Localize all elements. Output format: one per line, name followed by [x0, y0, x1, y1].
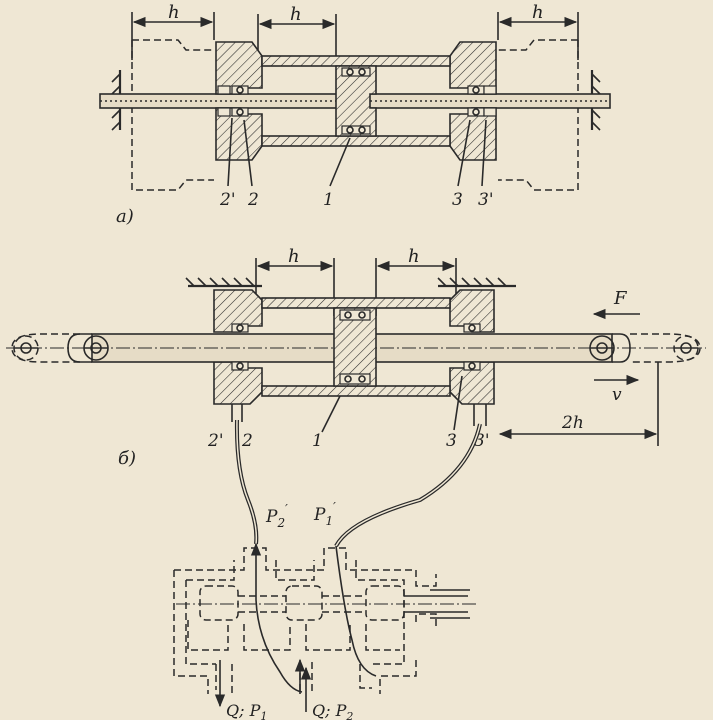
end-cap-left-b: [213, 289, 263, 333]
diagram-a: h h h: [99, 2, 611, 227]
p1p-label: P1′: [313, 500, 336, 528]
label-1-a: 1: [323, 190, 334, 210]
label-3p-a: 3': [478, 190, 494, 210]
ground-left-b: [185, 277, 262, 288]
label-1-b: 1: [312, 431, 323, 451]
ghost-position-left-a: [131, 39, 214, 191]
rod-eye-left-b: [11, 333, 109, 363]
out-left-label: Q; P1: [226, 701, 267, 720]
seals-b: [231, 323, 481, 371]
hoses: [234, 419, 482, 548]
dim-h-left-b: h: [288, 246, 300, 267]
dim-2h: 2h: [561, 413, 584, 433]
label-2-a: 2: [247, 190, 259, 210]
dimension-2h: [498, 362, 659, 446]
label-3-b: 3: [446, 431, 457, 451]
piston-b: [333, 307, 377, 387]
spool-valve: P2′ P1′ Q; P1 Q; P2: [173, 500, 476, 720]
label-2p-b: 2': [207, 431, 224, 451]
force-label: F: [613, 288, 628, 309]
dim-h-center-a: h: [290, 4, 302, 25]
label-3-a: 3: [452, 190, 463, 210]
ports-b: [231, 404, 487, 426]
ground-right-b: [437, 277, 516, 288]
label-2p-a: 2': [219, 190, 236, 210]
label-2-b: 2: [241, 431, 253, 451]
end-cap-right-b: [449, 289, 495, 333]
barrel-bottom-a: [261, 135, 451, 147]
caption-a: а): [116, 206, 134, 227]
ghost-position-right-a: [498, 39, 579, 191]
barrel-top-b: [261, 297, 451, 309]
dim-h-right-a: h: [532, 2, 544, 23]
spool-land-1: [199, 585, 239, 621]
leaders-b: [321, 375, 463, 433]
spool-land-3: [365, 585, 405, 621]
diagram-b: h h: [6, 246, 706, 469]
seals-a: [217, 85, 497, 117]
dim-h-left-a: h: [168, 2, 180, 23]
leaders-a: [227, 117, 487, 187]
piston-a: [335, 65, 377, 137]
dimension-h-center-a: [257, 14, 337, 62]
p2p-label: P2′: [265, 502, 288, 530]
velocity-label: v: [612, 385, 622, 405]
rod-eye-right-b: [589, 333, 701, 363]
out-right-label: Q; P2: [312, 701, 353, 720]
flow-path-2: [335, 545, 377, 677]
barrel-bottom-b: [261, 385, 451, 397]
barrel-top-a: [261, 55, 451, 67]
flow-path-1: [250, 542, 303, 693]
dim-h-right-b: h: [408, 246, 420, 267]
spool-land-2: [285, 585, 323, 621]
caption-b: б): [118, 448, 136, 469]
